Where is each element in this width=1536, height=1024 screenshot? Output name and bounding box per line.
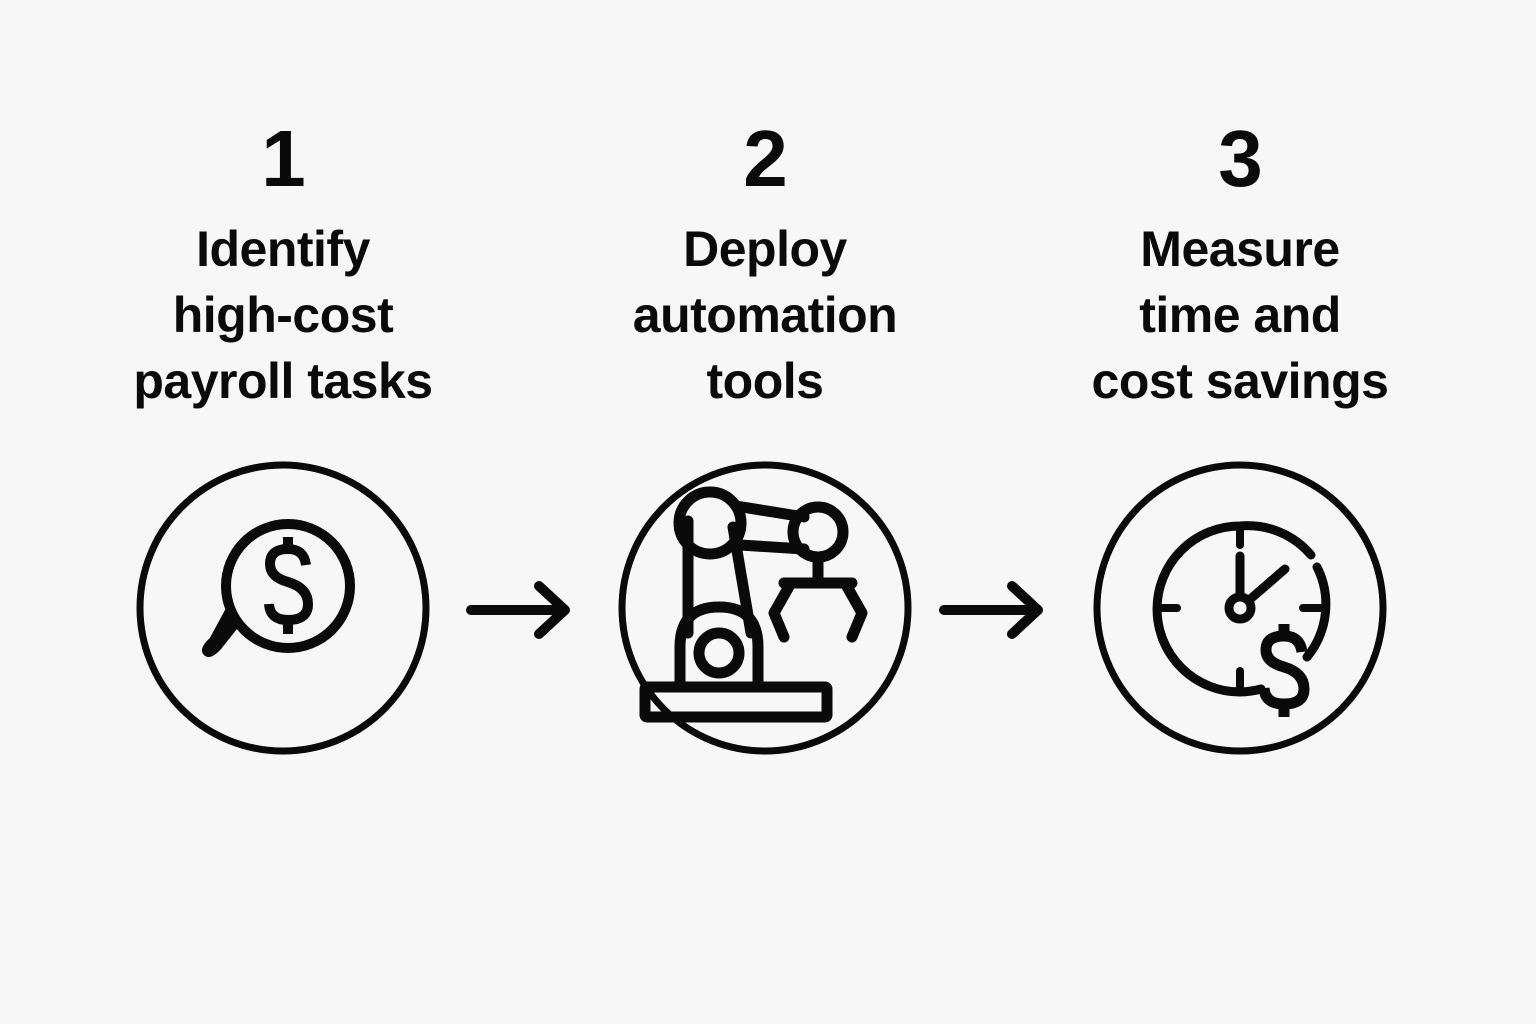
step-3: 3 Measure time and cost savings: [1070, 118, 1410, 414]
step-2-icon-circle: [618, 461, 912, 755]
arrow-step-2-to-3: [938, 578, 1050, 642]
step-3-number: 3: [1218, 114, 1263, 203]
step-2: 2 Deploy automation tools: [595, 118, 935, 414]
arrow-step-1-to-2: [465, 578, 577, 642]
step-2-label: Deploy automation tools: [632, 221, 898, 409]
step-3-label: Measure time and cost savings: [1091, 221, 1389, 409]
step-1: 1 Identify high-cost payroll tasks: [113, 118, 453, 414]
step-1-number: 1: [261, 114, 306, 203]
magnifier-dollar-icon: [136, 461, 430, 755]
step-2-number: 2: [743, 114, 788, 203]
step-1-label: Identify high-cost payroll tasks: [133, 221, 433, 409]
robot-arm-icon: [618, 461, 912, 755]
step-3-icon-circle: [1093, 461, 1387, 755]
step-1-icon-circle: [136, 461, 430, 755]
clock-dollar-icon: [1093, 461, 1387, 755]
